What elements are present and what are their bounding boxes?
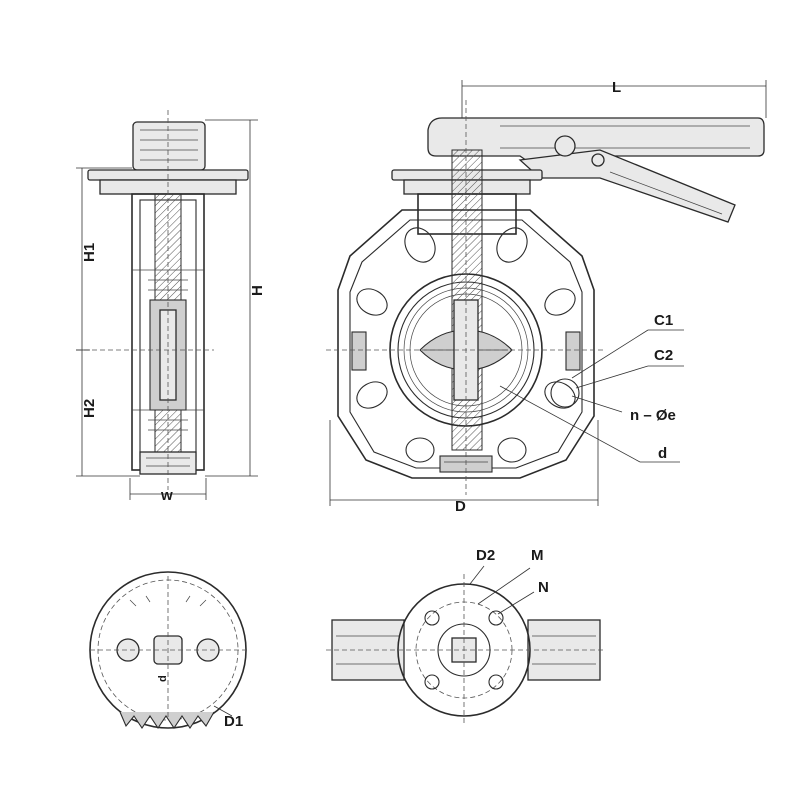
label-small-d: d [157, 675, 169, 682]
label-C1: C1 [654, 312, 673, 329]
label-n-phi-e: n – Øe [630, 407, 676, 424]
label-w: w [160, 487, 173, 504]
flange-top-view [326, 565, 606, 726]
label-H1: H1 [81, 243, 98, 262]
side-view [76, 110, 249, 490]
label-d: d [658, 445, 667, 462]
label-D1: D1 [224, 713, 243, 730]
label-H2: H2 [81, 399, 98, 418]
label-N: N [538, 579, 549, 596]
label-M: M [531, 547, 544, 564]
handle-plate-view [89, 571, 247, 729]
label-D: D [455, 498, 466, 515]
side-dimensions [76, 119, 258, 500]
front-dimensions [329, 80, 767, 506]
label-C2: C2 [654, 347, 673, 364]
label-L: L [612, 79, 621, 96]
label-H: H [249, 285, 266, 296]
label-D2: D2 [476, 547, 495, 564]
front-view [326, 100, 765, 495]
